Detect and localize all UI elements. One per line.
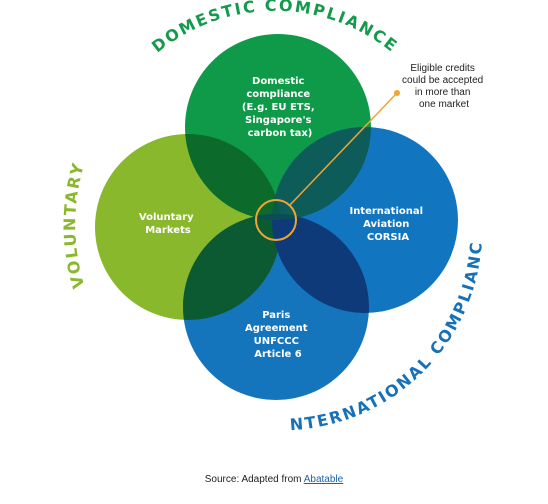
- callout-dot: [394, 90, 400, 96]
- source-note: Source: Adapted from Abatable: [0, 474, 548, 485]
- source-link[interactable]: Abatable: [303, 474, 344, 485]
- voluntary-circle-label: Voluntary Markets: [139, 212, 197, 236]
- source-prefix: Source: Adapted from: [204, 474, 302, 485]
- aviation-circle-label: International Aviation CORSIA: [349, 206, 426, 243]
- overlap-domestic-voluntary: [185, 134, 281, 220]
- eligible-credits-highlight-ring: [255, 199, 297, 241]
- paris-circle-label: Paris Agreement UNFCCC Article 6: [245, 310, 311, 360]
- voluntary-arc-label: VOLUNTARY: [60, 160, 88, 291]
- domestic-circle-label: Domestic compliance (E.g. EU ETS, Singap…: [242, 76, 318, 139]
- overlap-domestic-aviation: [272, 127, 371, 220]
- callout-leader-line: [288, 93, 397, 207]
- callout-text: Eligible credits could be accepted in mo…: [402, 63, 486, 110]
